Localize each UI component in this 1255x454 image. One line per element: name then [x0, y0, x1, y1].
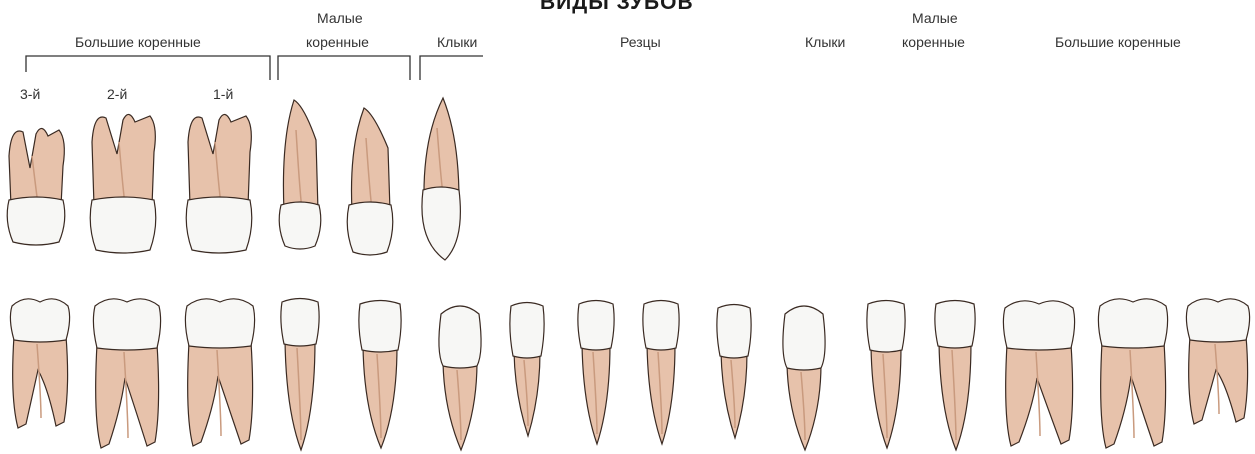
lower-incisor-10-crown — [717, 305, 751, 359]
lower-incisor-10 — [717, 305, 751, 439]
lower-canine-6-crown — [439, 306, 481, 368]
lower-premolar-5-crown — [359, 301, 401, 353]
lower-incisor-9 — [643, 301, 679, 445]
upper-molar-3 — [186, 114, 252, 253]
lower-molar-3 — [185, 299, 254, 446]
lower-molar-3-crown — [185, 299, 254, 348]
lower-canine-6 — [439, 306, 481, 450]
upper-premolar-4 — [279, 100, 321, 249]
upper-molar-1 — [7, 128, 65, 245]
lower-molar-16 — [1186, 299, 1249, 424]
lower-incisor-8-crown — [578, 301, 614, 351]
lower-premolar-12-crown — [867, 301, 905, 353]
lower-premolar-5 — [359, 301, 401, 449]
lower-molar-1 — [10, 299, 69, 428]
upper-premolar-5 — [347, 108, 393, 255]
bracket-canines — [420, 56, 483, 80]
lower-premolar-4 — [281, 299, 319, 451]
upper-canine-6-crown — [422, 187, 460, 260]
lower-premolar-4-crown — [281, 299, 319, 347]
upper-canine-6 — [422, 98, 460, 260]
lower-molar-15 — [1098, 299, 1167, 448]
upper-premolar-4-crown — [279, 202, 321, 249]
lower-premolar-13 — [935, 301, 975, 451]
bracket-small-molars — [278, 56, 410, 80]
upper-teeth-row — [7, 98, 460, 260]
lower-canine-11 — [783, 306, 825, 450]
upper-premolar-5-crown — [347, 202, 393, 255]
lower-teeth-row — [10, 299, 1249, 451]
bracket-large-molars — [26, 56, 270, 80]
upper-molar-1-crown — [7, 197, 65, 245]
lower-incisor-9-crown — [643, 301, 679, 351]
upper-molar-2 — [90, 114, 156, 253]
lower-incisor-7 — [510, 303, 544, 437]
lower-molar-2-crown — [93, 299, 160, 350]
lower-canine-11-crown — [783, 306, 825, 370]
lower-incisor-8 — [578, 301, 614, 445]
lower-molar-16-crown — [1186, 299, 1249, 342]
lower-premolar-12 — [867, 301, 905, 449]
lower-molar-14 — [1003, 301, 1074, 446]
lower-molar-1-crown — [10, 299, 69, 342]
lower-molar-15-crown — [1098, 299, 1167, 348]
group-brackets — [26, 56, 483, 80]
lower-incisor-7-crown — [510, 303, 544, 359]
upper-molar-3-crown — [186, 197, 252, 253]
lower-molar-2 — [93, 299, 160, 448]
lower-premolar-13-crown — [935, 301, 975, 349]
upper-molar-2-crown — [90, 197, 156, 253]
lower-molar-14-crown — [1003, 301, 1074, 350]
